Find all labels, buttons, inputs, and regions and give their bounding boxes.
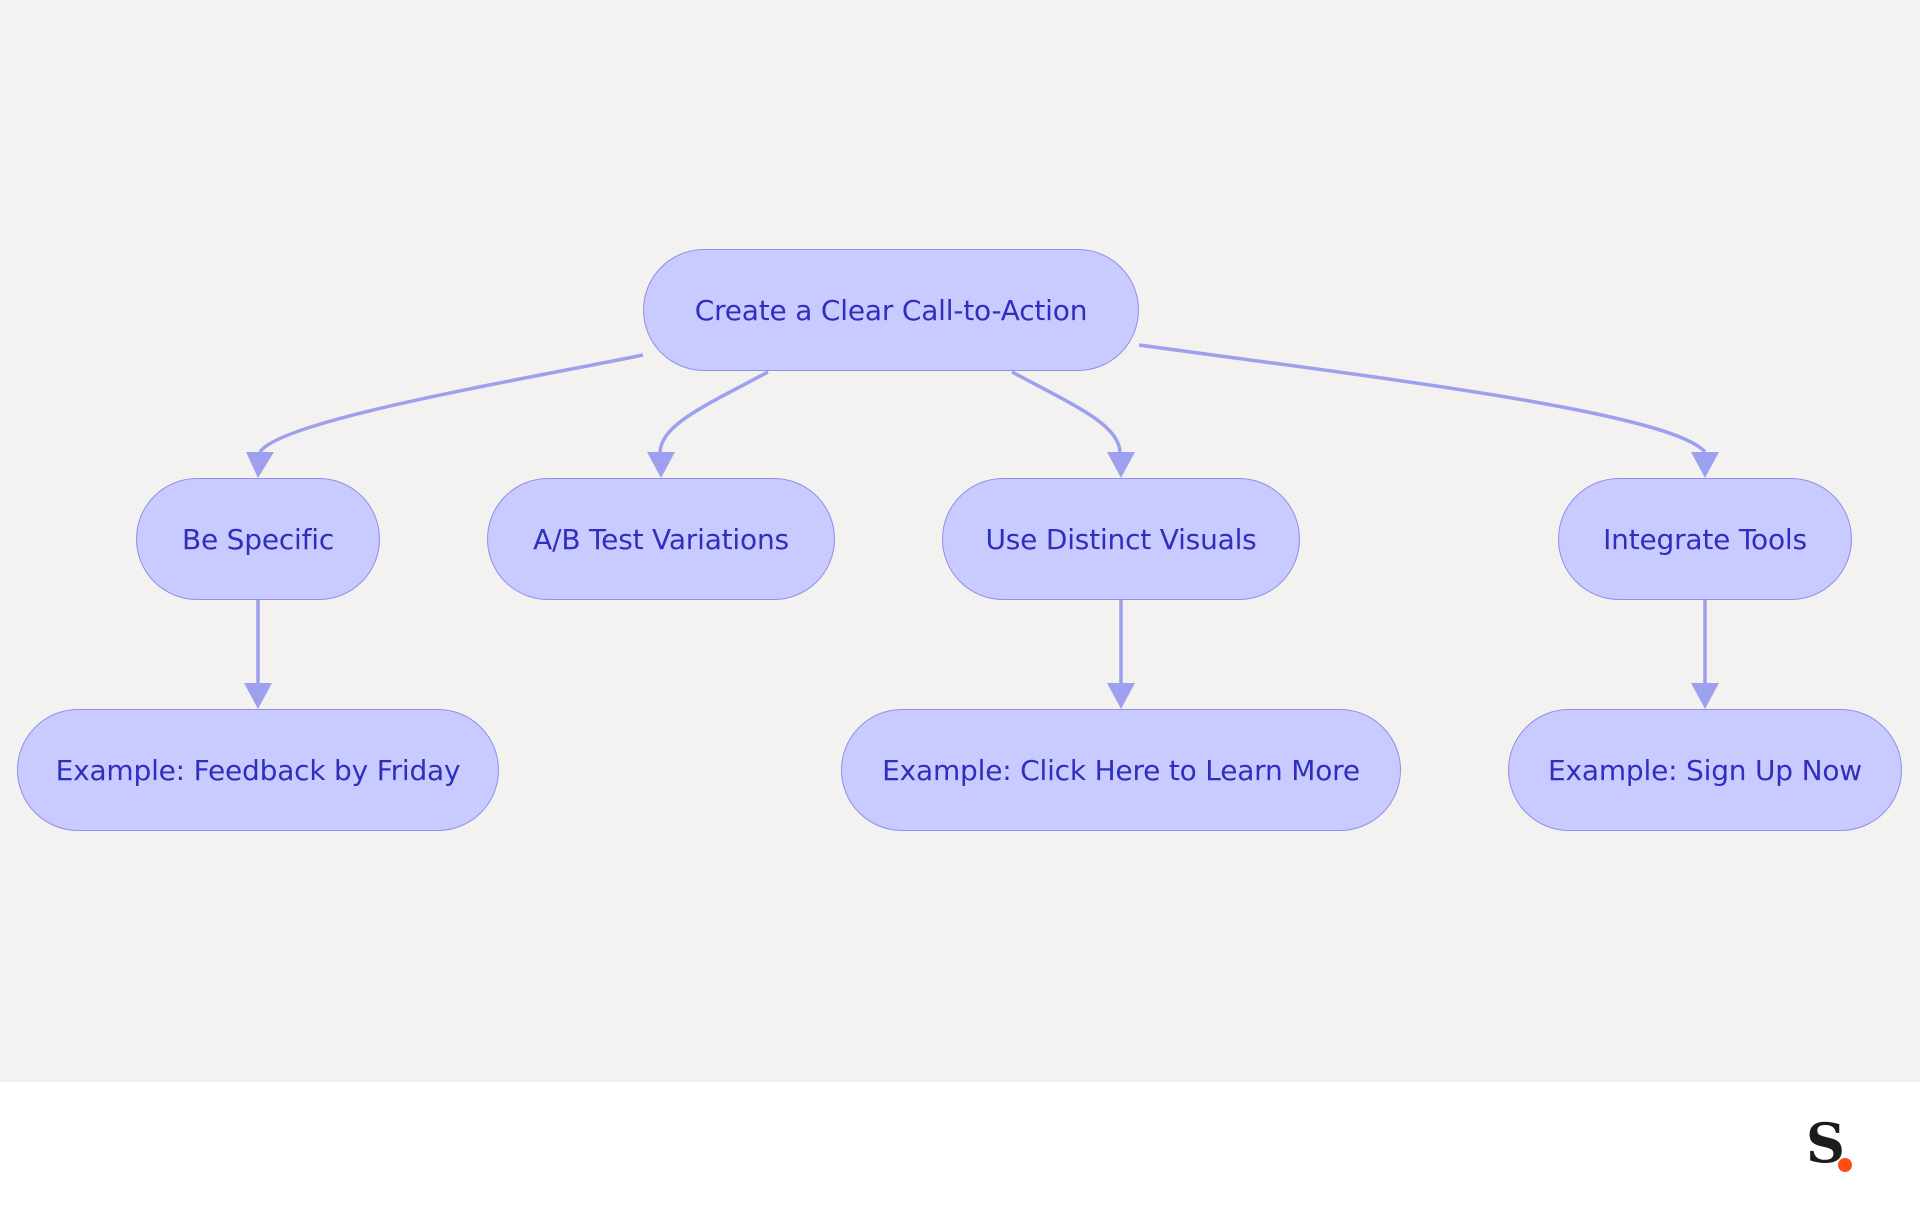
- node-example-click-here: Example: Click Here to Learn More: [841, 709, 1401, 831]
- edge-root-distinct-visuals: [1011, 370, 1122, 453]
- arrowhead-sign-up-example: [1691, 683, 1719, 709]
- node-root: Create a Clear Call-to-Action: [643, 249, 1139, 371]
- arrowhead-click-here-example: [1107, 683, 1135, 709]
- arrowhead-feedback-example: [244, 683, 272, 709]
- edge-root-be-specific: [258, 353, 644, 454]
- logo-dot: [1838, 1158, 1852, 1172]
- node-use-distinct-visuals: Use Distinct Visuals: [942, 478, 1300, 600]
- edge-root-ab-test: [658, 370, 769, 453]
- node-example-sign-up: Example: Sign Up Now: [1508, 709, 1902, 831]
- arrowhead-integrate-tools: [1691, 452, 1719, 478]
- node-integrate-tools: Integrate Tools: [1558, 478, 1852, 600]
- footer-bar: [0, 1082, 1920, 1215]
- diagram-canvas: Create a Clear Call-to-Action Be Specifi…: [0, 0, 1920, 1082]
- node-ab-test-variations: A/B Test Variations: [487, 478, 835, 600]
- node-be-specific: Be Specific: [136, 478, 380, 600]
- diagram-edges: [244, 343, 1719, 709]
- node-example-feedback: Example: Feedback by Friday: [17, 709, 499, 831]
- arrowhead-be-specific: [246, 452, 274, 478]
- arrowhead-distinct-visuals: [1107, 452, 1135, 478]
- arrowhead-ab-test: [647, 452, 675, 478]
- edge-root-integrate-tools: [1138, 343, 1707, 454]
- brand-logo-icon: S: [1804, 1116, 1860, 1180]
